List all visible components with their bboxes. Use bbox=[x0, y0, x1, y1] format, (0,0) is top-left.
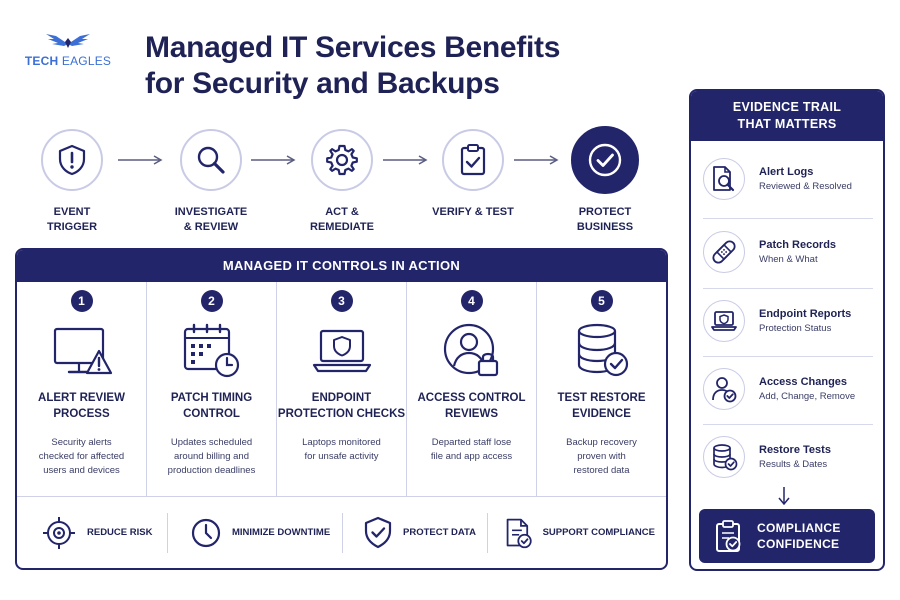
bandage-icon bbox=[703, 231, 745, 273]
database-check-icon bbox=[537, 318, 666, 384]
clock-icon bbox=[191, 518, 221, 547]
controls-panel: MANAGED IT CONTROLS IN ACTION 1 ALERT RE… bbox=[15, 248, 668, 570]
flow-step-verify-test: VERIFY & TEST bbox=[423, 129, 523, 220]
user-check-icon bbox=[703, 368, 745, 410]
database-check-icon bbox=[703, 436, 745, 478]
benefit-support-compliance: SUPPORT COMPLIANCE bbox=[487, 512, 665, 553]
calendar-clock-icon bbox=[147, 318, 276, 384]
document-check-icon bbox=[506, 518, 532, 548]
laptop-shield-icon bbox=[277, 318, 406, 384]
step-number: 2 bbox=[200, 290, 223, 312]
target-icon bbox=[43, 516, 75, 549]
shield-alert-icon bbox=[41, 129, 103, 191]
step-number: 1 bbox=[70, 290, 93, 312]
benefit-minimize-downtime: MINIMIZE DOWNTIME bbox=[167, 512, 342, 553]
benefit-protect-data: PROTECT DATA bbox=[342, 512, 487, 553]
benefit-reduce-risk: REDUCE RISK bbox=[17, 513, 167, 553]
arrow-right-icon bbox=[514, 155, 559, 165]
step-number: 5 bbox=[590, 290, 613, 312]
arrow-down-icon bbox=[778, 487, 790, 505]
page-title: Managed IT Services Benefits for Securit… bbox=[145, 31, 561, 100]
arrow-right-icon bbox=[383, 155, 428, 165]
laptop-shield-icon bbox=[703, 300, 745, 342]
user-lock-icon bbox=[407, 318, 536, 384]
gear-icon bbox=[311, 129, 373, 191]
check-circle-icon bbox=[571, 126, 639, 194]
flow-step-act-remediate: ACT & REMEDIATE bbox=[292, 129, 392, 235]
magnifier-icon bbox=[180, 129, 242, 191]
controls-heading: MANAGED IT CONTROLS IN ACTION bbox=[17, 250, 666, 282]
benefits-bar: REDUCE RISK MINIMIZE DOWNTIME PROTECT DA… bbox=[17, 496, 666, 568]
arrow-right-icon bbox=[251, 155, 296, 165]
brand-logo: TECH EAGLES bbox=[18, 30, 118, 76]
clipboard-check-icon bbox=[442, 129, 504, 191]
evidence-heading: EVIDENCE TRAIL THAT MATTERS bbox=[691, 91, 883, 141]
monitor-alert-icon bbox=[17, 318, 146, 384]
clipboard-check-icon bbox=[716, 520, 741, 552]
step-number: 3 bbox=[330, 290, 353, 312]
shield-check-icon bbox=[364, 516, 392, 548]
document-search-icon bbox=[703, 158, 745, 200]
flow-step-investigate: INVESTIGATE& REVIEW bbox=[161, 129, 261, 235]
eagle-logo bbox=[46, 34, 90, 48]
arrow-right-icon bbox=[118, 155, 163, 165]
step-number: 4 bbox=[460, 290, 483, 312]
brand-name: TECH EAGLES bbox=[24, 54, 112, 68]
